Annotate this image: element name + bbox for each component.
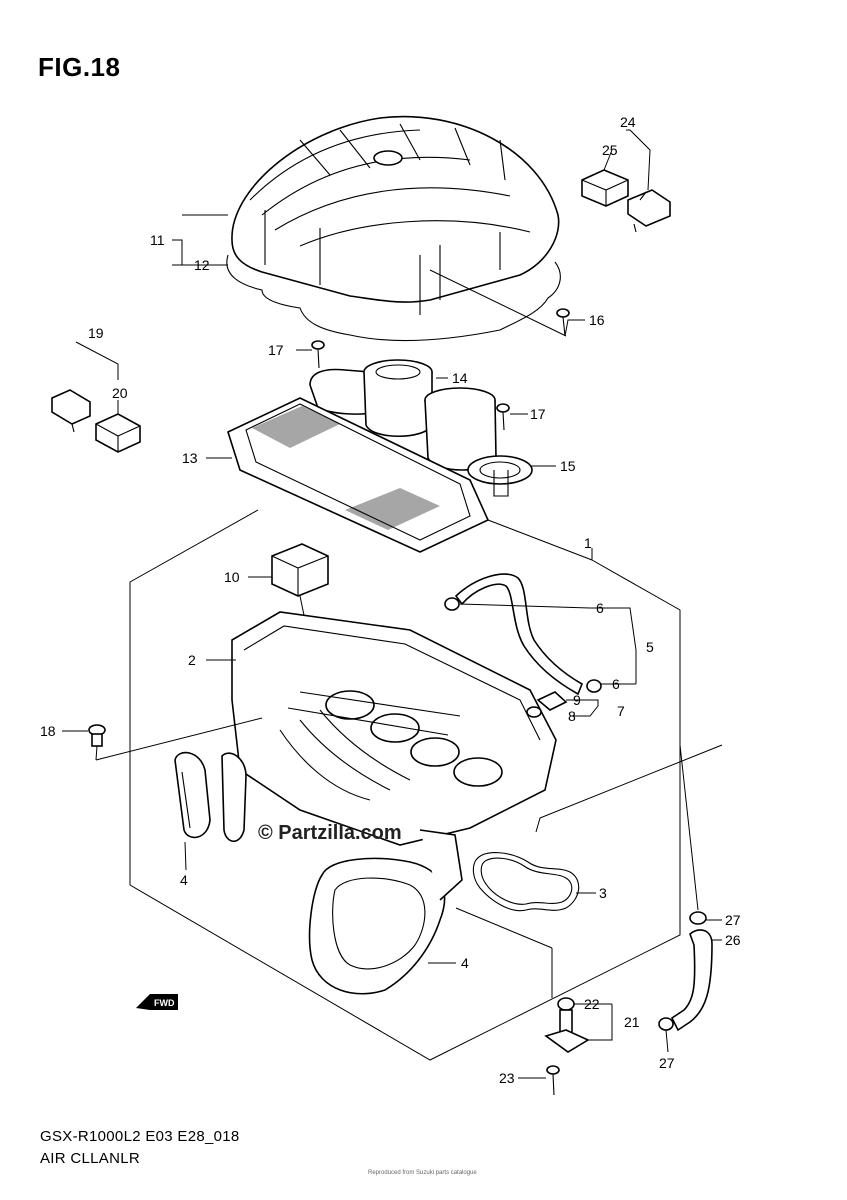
fwd-arrow-icon: FWD bbox=[136, 994, 178, 1010]
callout-27-upper: 27 bbox=[725, 912, 741, 928]
part-20-coupler bbox=[95, 413, 141, 453]
tiny-print: Reproduced from Suzuki parts catalogue bbox=[368, 1170, 477, 1176]
part-27-clamp-upper bbox=[689, 911, 707, 925]
callout-3: 3 bbox=[599, 885, 607, 901]
part-21-drain-plug bbox=[544, 1009, 590, 1053]
part-10-filter-block bbox=[271, 543, 329, 621]
callout-21: 21 bbox=[624, 1014, 640, 1030]
fwd-label: FWD bbox=[154, 998, 175, 1008]
part-22-o-ring bbox=[557, 997, 575, 1011]
callout-4-side: 4 bbox=[180, 872, 188, 888]
callout-27-lower: 27 bbox=[659, 1055, 675, 1071]
callout-19: 19 bbox=[88, 325, 104, 341]
callout-12: 12 bbox=[194, 257, 210, 273]
part-16-screw bbox=[556, 308, 570, 337]
callout-25: 25 bbox=[602, 142, 618, 158]
part-11-air-cleaner-cover bbox=[231, 115, 560, 315]
callout-7: 7 bbox=[617, 703, 625, 719]
part-5-breather-hose bbox=[454, 573, 584, 696]
watermark: © Partzilla.com bbox=[258, 822, 402, 844]
part-6-clamp-upper bbox=[444, 597, 460, 611]
callout-18: 18 bbox=[40, 723, 56, 739]
part-17-screw-lower bbox=[496, 403, 510, 431]
callout-20: 20 bbox=[112, 385, 128, 401]
part-13-air-filter bbox=[227, 397, 490, 553]
part-12-cover-gasket bbox=[226, 254, 561, 342]
part-25-coupler bbox=[581, 169, 629, 207]
callout-26: 26 bbox=[725, 932, 741, 948]
part-23-screw bbox=[546, 1065, 560, 1096]
callout-17-lower: 17 bbox=[530, 406, 546, 422]
part-4-intake-duct bbox=[308, 829, 463, 995]
part-27-clamp-lower bbox=[658, 1017, 674, 1031]
part-19-sensor bbox=[51, 389, 91, 433]
callout-6-upper: 6 bbox=[596, 600, 604, 616]
assembly-bracket-lines bbox=[129, 509, 681, 1061]
leader-lines bbox=[62, 129, 723, 1079]
callout-4-duct: 4 bbox=[461, 955, 469, 971]
callout-numbers: 1 2 3 4 4 5 6 6 7 8 9 10 11 12 13 14 15 … bbox=[40, 114, 741, 1086]
callout-1: 1 bbox=[584, 535, 592, 551]
callout-23: 23 bbox=[499, 1070, 515, 1086]
callout-17-upper: 17 bbox=[268, 342, 284, 358]
callout-11: 11 bbox=[150, 232, 165, 248]
section-name: AIR CLLANLR bbox=[40, 1150, 141, 1167]
figure-title: FIG.18 bbox=[38, 52, 121, 82]
part-18-bolt bbox=[88, 717, 263, 761]
part-6-clamp-lower bbox=[586, 679, 602, 693]
callout-13: 13 bbox=[182, 450, 198, 466]
part-3-gasket bbox=[472, 852, 580, 912]
part-2-air-cleaner-case bbox=[231, 611, 557, 846]
model-code: GSX-R1000L2 E03 E28_018 bbox=[40, 1128, 240, 1145]
part-24-sensor bbox=[627, 189, 671, 233]
part-8-clamp bbox=[526, 706, 542, 718]
part-4-intake-seal-side bbox=[174, 751, 247, 871]
part-26-drain-hose bbox=[670, 929, 713, 1032]
callout-10: 10 bbox=[224, 569, 240, 585]
callout-16: 16 bbox=[589, 312, 605, 328]
callout-8: 8 bbox=[568, 708, 576, 724]
callout-2: 2 bbox=[188, 652, 196, 668]
callout-5: 5 bbox=[646, 639, 654, 655]
callout-15: 15 bbox=[560, 458, 576, 474]
callout-9: 9 bbox=[573, 692, 581, 708]
callout-14: 14 bbox=[452, 370, 468, 386]
callout-22: 22 bbox=[584, 996, 600, 1012]
part-17-screw-upper bbox=[311, 340, 325, 369]
callout-6-lower: 6 bbox=[612, 676, 620, 692]
part-9-hose-joint bbox=[536, 691, 568, 711]
callout-24: 24 bbox=[620, 114, 636, 130]
